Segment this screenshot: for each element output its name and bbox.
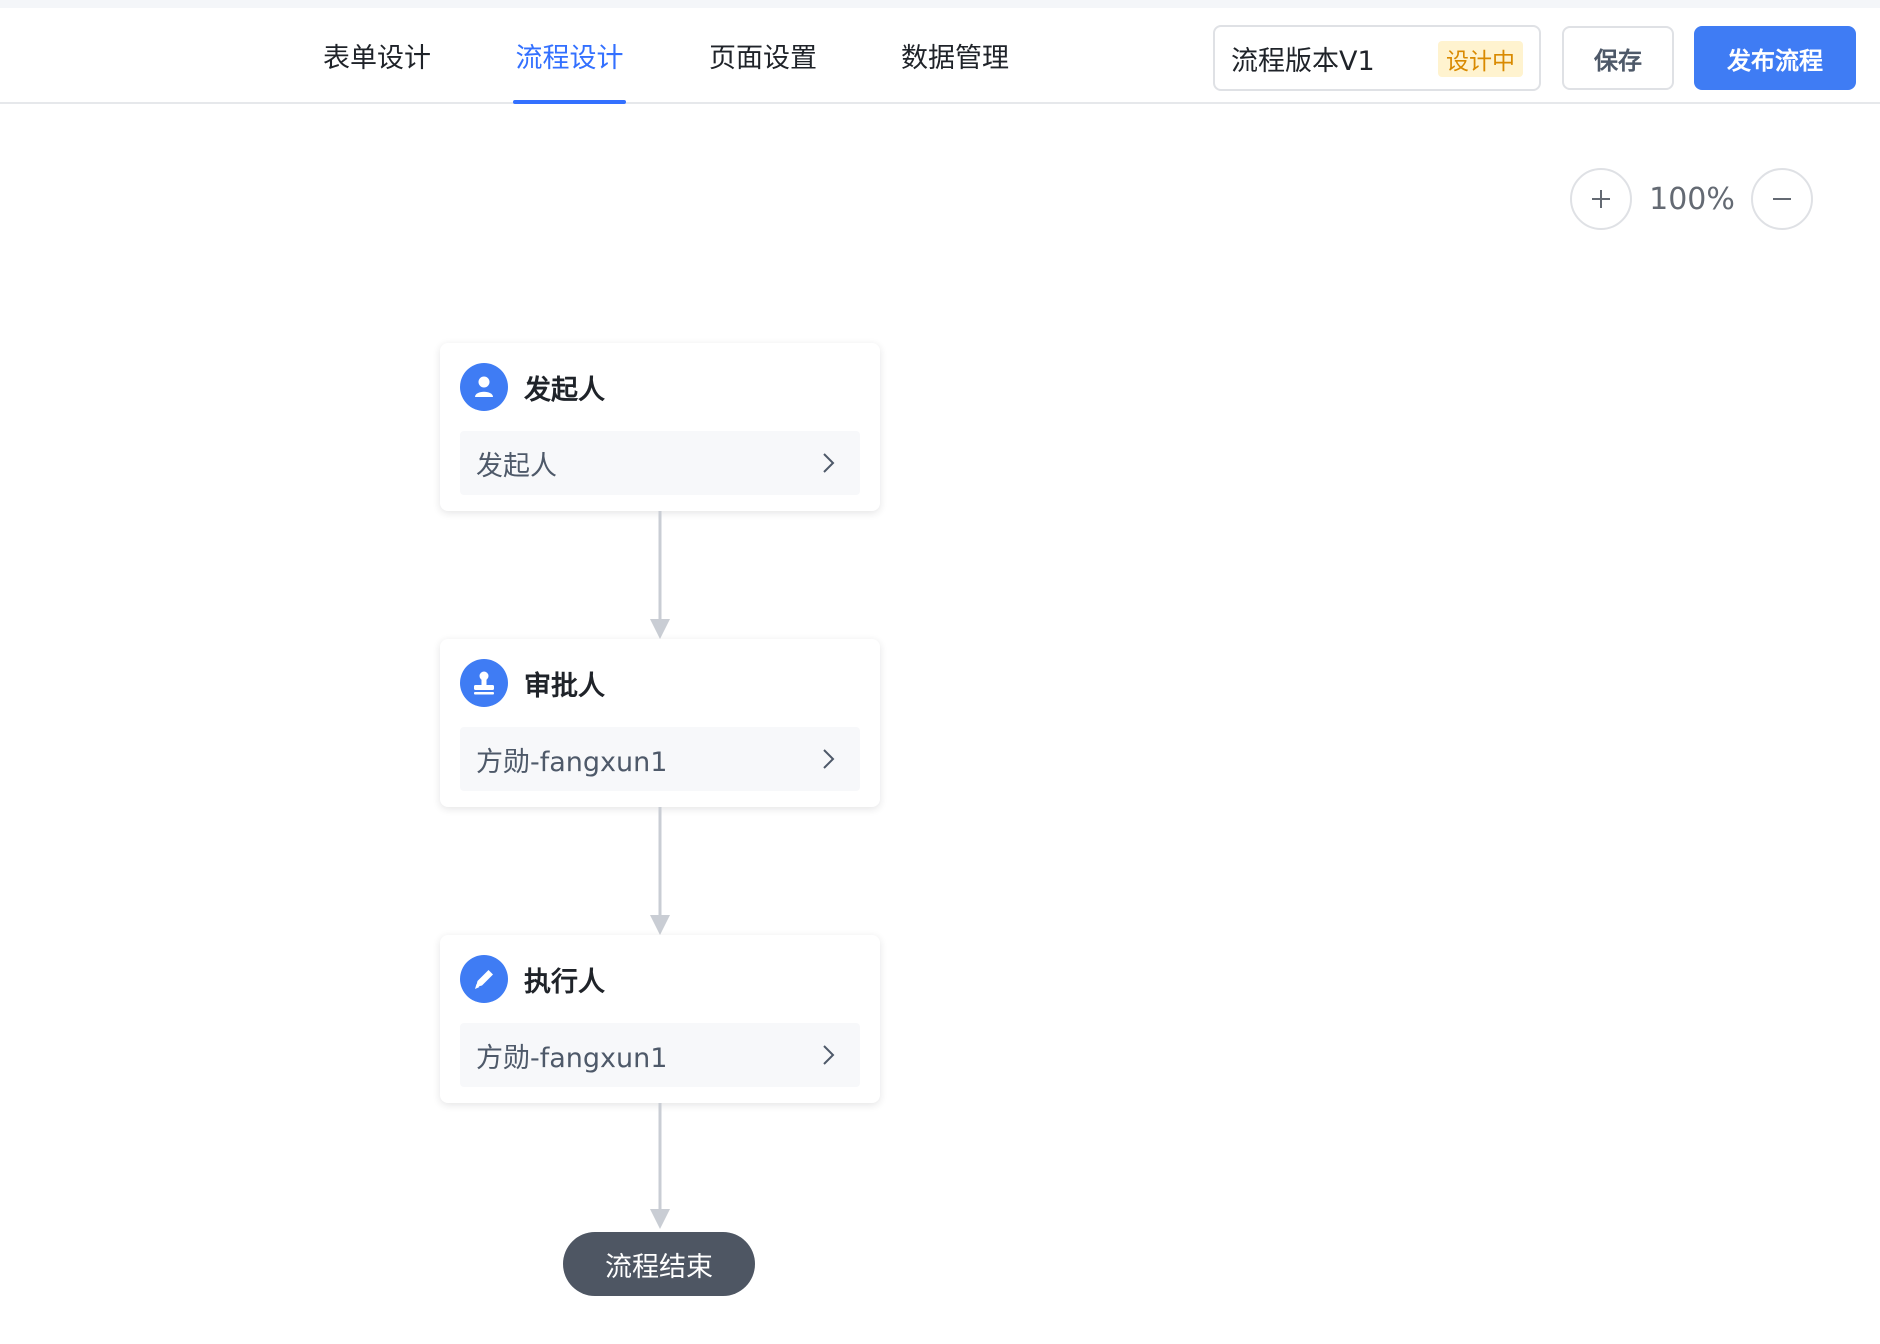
zoom-out-button[interactable] bbox=[1751, 168, 1813, 230]
save-button[interactable]: 保存 bbox=[1562, 26, 1674, 90]
zoom-in-button[interactable] bbox=[1570, 168, 1632, 230]
flow-connector bbox=[650, 807, 670, 935]
chevron-right-icon bbox=[823, 749, 835, 769]
node-title: 发起人 bbox=[524, 374, 605, 406]
tab-page-settings[interactable]: 页面设置 bbox=[709, 42, 817, 74]
version-selector[interactable]: 流程版本V1 设计中 bbox=[1213, 25, 1541, 91]
chevron-right-icon bbox=[823, 1045, 835, 1065]
node-title: 执行人 bbox=[524, 966, 605, 998]
node-value: 发起人 bbox=[476, 450, 557, 482]
tab-form-design[interactable]: 表单设计 bbox=[323, 42, 431, 74]
node-header: 发起人 bbox=[460, 363, 605, 411]
status-badge: 设计中 bbox=[1438, 41, 1523, 77]
flow-node-initiator[interactable]: 发起人 发起人 bbox=[440, 343, 880, 511]
node-header: 执行人 bbox=[460, 955, 605, 1003]
tab-data-management[interactable]: 数据管理 bbox=[901, 42, 1009, 74]
minus-icon bbox=[1773, 198, 1791, 200]
publish-button[interactable]: 发布流程 bbox=[1694, 26, 1856, 90]
header-bar: 表单设计 流程设计 页面设置 数据管理 流程版本V1 设计中 保存 发布流程 bbox=[0, 8, 1880, 104]
node-value-field[interactable]: 方勋-fangxun1 bbox=[460, 727, 860, 791]
node-value-field[interactable]: 发起人 bbox=[460, 431, 860, 495]
node-value: 方勋-fangxun1 bbox=[476, 1042, 668, 1074]
chevron-right-icon bbox=[823, 453, 835, 473]
version-name: 流程版本V1 bbox=[1231, 45, 1375, 77]
node-value-field[interactable]: 方勋-fangxun1 bbox=[460, 1023, 860, 1087]
tab-process-design[interactable]: 流程设计 bbox=[513, 8, 626, 104]
flow-connector bbox=[650, 1103, 670, 1229]
flow-end-node: 流程结束 bbox=[563, 1232, 755, 1296]
flow-node-approver[interactable]: 审批人 方勋-fangxun1 bbox=[440, 639, 880, 807]
user-icon bbox=[460, 363, 508, 411]
stamp-icon bbox=[460, 659, 508, 707]
top-strip bbox=[0, 0, 1880, 8]
pencil-icon bbox=[460, 955, 508, 1003]
node-header: 审批人 bbox=[460, 659, 605, 707]
node-value: 方勋-fangxun1 bbox=[476, 746, 668, 778]
node-title: 审批人 bbox=[524, 670, 605, 702]
flow-node-executor[interactable]: 执行人 方勋-fangxun1 bbox=[440, 935, 880, 1103]
flow-connector bbox=[650, 511, 670, 639]
plus-icon bbox=[1592, 190, 1610, 208]
zoom-level: 100% bbox=[1649, 181, 1735, 217]
